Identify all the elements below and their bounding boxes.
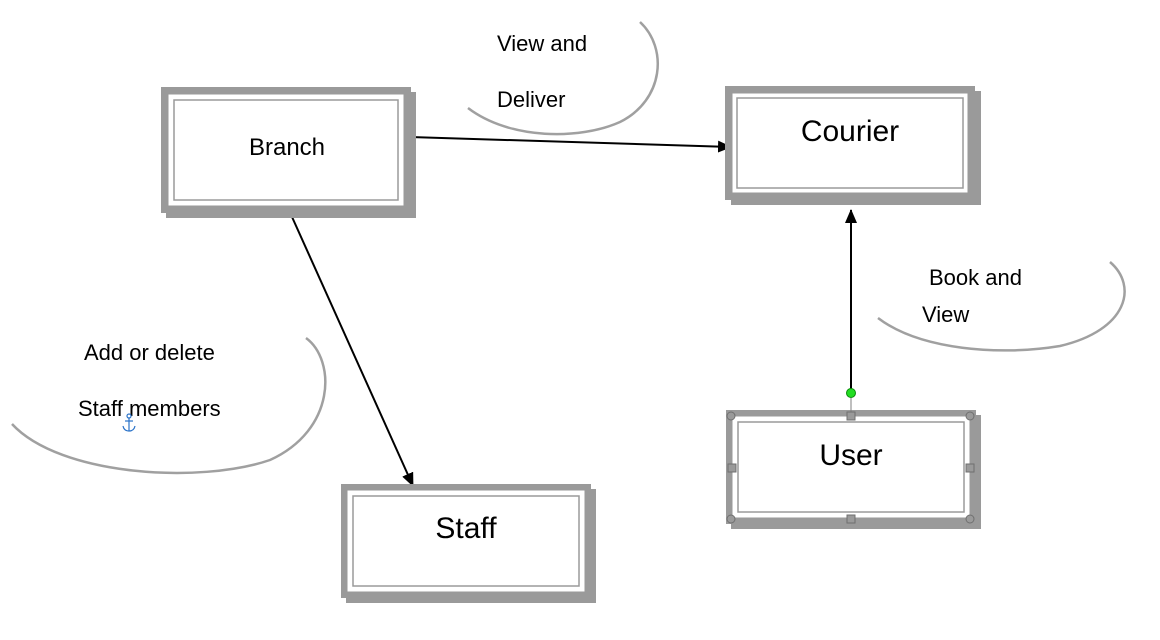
anchor-icon (122, 413, 136, 432)
resize-handle-right[interactable] (965, 463, 975, 473)
relation-view-and-deliver[interactable]: View and Deliver (467, 21, 660, 136)
entity-label: Courier (801, 115, 899, 148)
resize-handle-bottom[interactable] (846, 514, 856, 524)
resize-handle-bottom-right[interactable] (965, 514, 975, 524)
entity-courier[interactable]: Courier (725, 86, 981, 205)
connector-branch-to-courier[interactable] (409, 136, 732, 153)
entity-staff[interactable]: Staff (341, 484, 596, 603)
resize-handle-top-right[interactable] (965, 411, 975, 421)
bubble-arc (467, 21, 660, 136)
entity-label: Staff (435, 512, 497, 545)
connector-branch-to-staff[interactable] (287, 207, 414, 487)
relation-label-line2: Deliver (497, 87, 565, 112)
resize-handle-left[interactable] (727, 463, 737, 473)
relation-book-and-view[interactable]: Book and View (877, 261, 1126, 352)
relation-label-line1: Add or delete (84, 340, 215, 365)
bubble-arc (11, 336, 327, 475)
selection-handles[interactable] (726, 388, 975, 524)
resize-handle-top[interactable] (846, 411, 856, 421)
relation-label-line2: Staff members (78, 396, 221, 421)
relation-label-line2: View (922, 302, 969, 327)
entity-branch[interactable]: Branch (161, 87, 416, 218)
rotation-handle[interactable] (846, 388, 856, 398)
bubble-arc (877, 261, 1126, 352)
entity-inner-border (173, 99, 399, 201)
relation-add-or-delete[interactable]: Add or delete Staff members (11, 336, 327, 475)
relation-label-line1: Book and (929, 265, 1022, 290)
entity-user[interactable]: User (726, 410, 981, 529)
relation-label-line1: View and (497, 31, 587, 56)
entity-label: Branch (249, 134, 325, 161)
entity-inner-border (737, 421, 965, 513)
resize-handle-top-left[interactable] (726, 411, 736, 421)
resize-handle-bottom-left[interactable] (726, 514, 736, 524)
entity-inner-border (736, 97, 964, 189)
entity-label: User (819, 439, 882, 472)
entity-inner-border (352, 495, 580, 587)
